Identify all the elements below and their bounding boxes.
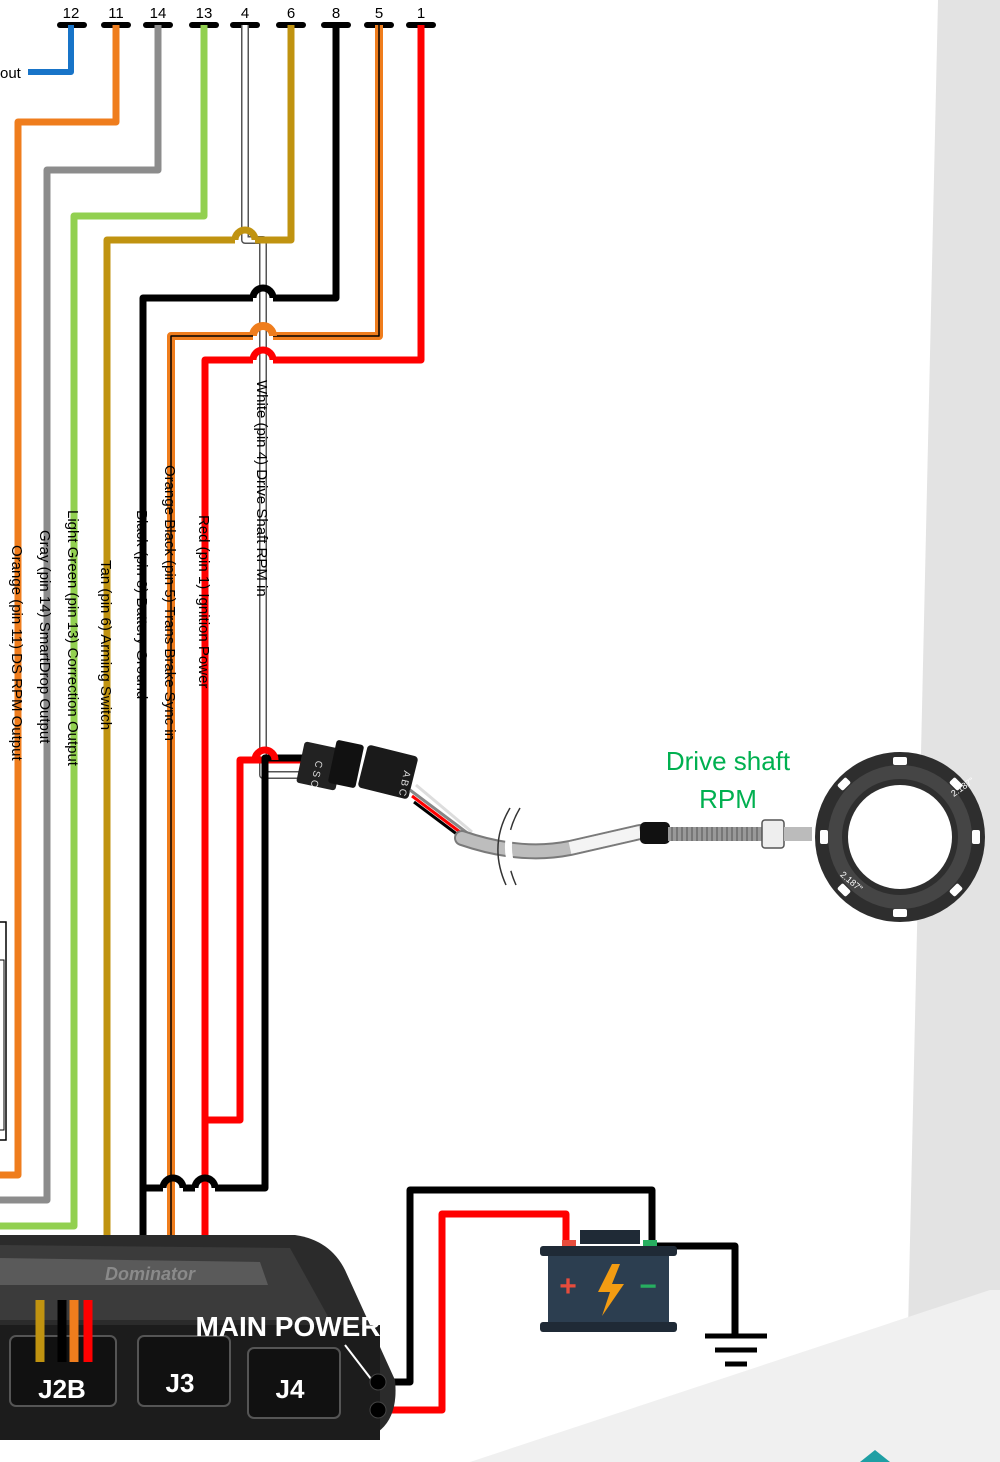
drive-shaft-label: Drive shaft RPM [666,746,791,814]
svg-text:1: 1 [417,5,425,22]
svg-text:12: 12 [63,5,80,22]
pin-marker-13: 13 [189,5,219,28]
svg-text:14: 14 [150,5,167,22]
wire-blue-pin12: out [0,25,74,82]
pin-numbers: 12 11 14 13 4 6 8 5 1 [57,5,436,28]
pin-marker-14: 14 [143,5,173,28]
wire-white-sensor-hop [251,746,279,761]
label-black-8: Black (pin 8) Battery Ground [133,510,150,699]
svg-text:8: 8 [332,5,340,22]
connector-j3: J3 [166,1368,195,1398]
label-red-1: Red (pin 1) Ignition Power [195,515,212,688]
svg-text:11: 11 [108,5,124,22]
pin-marker-6: 6 [276,5,306,28]
wire-lightgreen-pin13 [0,25,208,1230]
inline-connector: C S C A B C [296,740,473,843]
controller-box: Dominator J2B J3 J4 MAIN POWER [0,1235,396,1440]
side-panel [470,0,1000,1462]
sensor-cable [454,807,648,886]
pin-marker-11: 11 [101,5,131,28]
label-lightgreen-13: Light Green (pin 13) Correction Output [64,510,81,767]
battery-plus: + [559,1270,577,1303]
j2b-pin-ends [35,1300,93,1362]
connector-left-mark: C S C [308,760,324,788]
svg-text:4: 4 [241,5,249,22]
wire-black-sensor-ground [143,754,305,1192]
label-orange-11: Orange (pin 11) DS RPM Output [8,545,25,761]
svg-text:6: 6 [287,5,295,22]
pin-marker-5: 5 [364,5,394,28]
main-power-label: MAIN POWER [195,1311,380,1342]
label-orangeblack-5: Orange Black (pin 5) Trans Brake Sync in [161,465,178,741]
svg-text:13: 13 [196,5,213,22]
pin-marker-1: 1 [406,5,436,28]
wire-orange-pin11 [0,25,120,1179]
connector-j4: J4 [276,1374,305,1404]
svg-text:RPM: RPM [699,784,757,814]
svg-text:5: 5 [375,5,383,22]
ground-symbol [705,1333,767,1367]
rpm-sensor [640,819,812,849]
label-tan-6: Tan (pin 6) Arming Switch [97,560,114,730]
wire-label-out-fragment: out [0,65,22,82]
pin-marker-8: 8 [321,5,351,28]
connector-j2b: J2B [38,1374,86,1404]
battery-minus: − [639,1270,657,1303]
relay-outline-fragment [0,921,7,1141]
label-gray-14: Gray (pin 14) SmartDrop Output [36,530,53,744]
pin-marker-4: 4 [230,5,260,28]
pin-marker-12: 12 [57,5,87,28]
connector-right-mark: A B C [396,770,412,797]
wire-labels: Orange (pin 11) DS RPM Output Gray (pin … [8,380,270,767]
reluctor-ring: 2.187" 2.187" [815,752,985,922]
wire-gray-pin14 [0,25,162,1204]
battery-wiring [378,1186,739,1414]
brand-emboss [0,1258,268,1285]
battery-icon: + − [540,1230,677,1332]
svg-text:Drive shaft: Drive shaft [666,746,791,776]
label-white-4: White (pin 4) Drive Shaft RPM in [253,380,270,597]
brand-text: Dominator [105,1264,196,1284]
wire-red-sensor-feed [205,756,305,1124]
